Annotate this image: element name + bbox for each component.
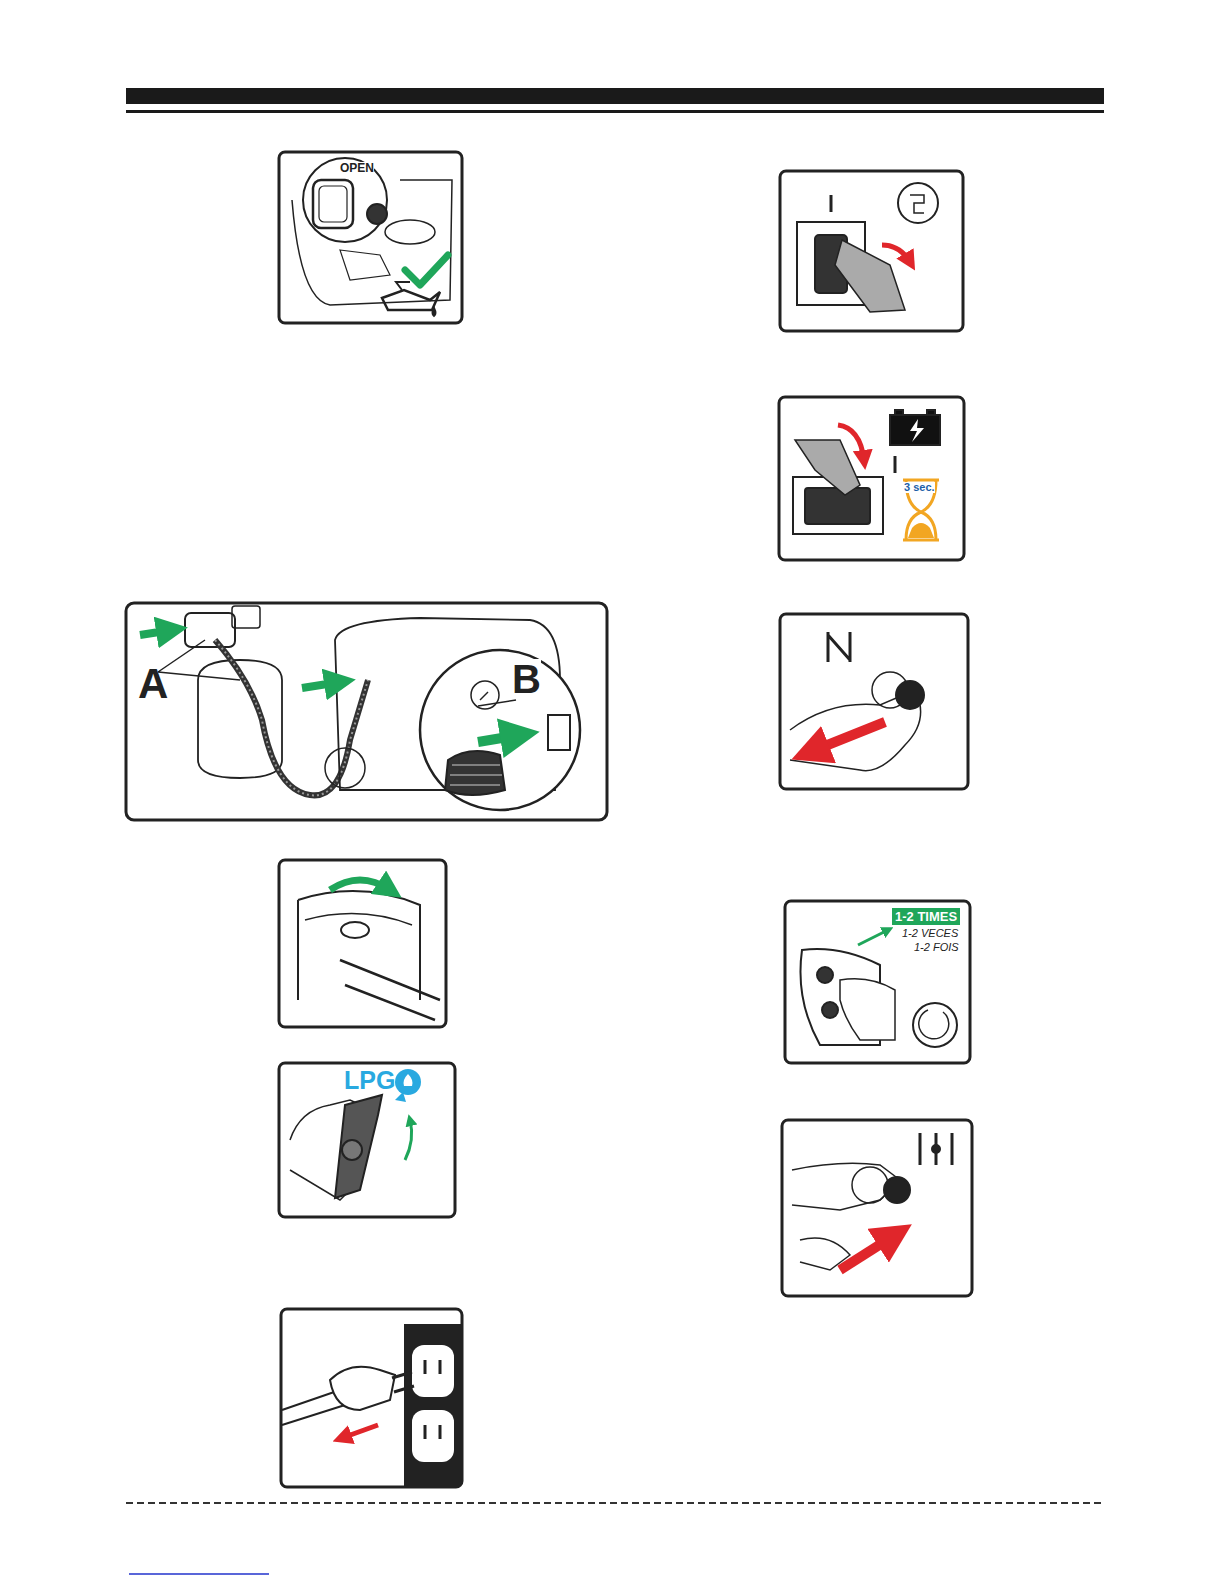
primer-panel	[785, 901, 970, 1063]
fuel-selector-panel	[279, 1063, 455, 1217]
switch-on-panel	[780, 171, 963, 331]
label-text: A	[138, 663, 168, 705]
choke-out-panel	[780, 614, 968, 789]
label-text: 3 sec.	[904, 482, 935, 493]
label-text: LPG	[344, 1068, 395, 1093]
choke-in-panel	[782, 1120, 972, 1296]
label-text: OPEN	[340, 162, 374, 174]
label-text: 1-2 VECES	[902, 928, 958, 939]
label-text: 1-2 FOIS	[914, 942, 959, 953]
lpg-hose-panel	[126, 603, 607, 820]
unplug-panel	[281, 1309, 462, 1487]
label-text: B	[512, 659, 541, 699]
label-text: 1-2 TIMES	[892, 908, 960, 925]
tank-valve-panel	[279, 860, 446, 1027]
oil-check-panel	[279, 152, 462, 323]
battery-start-panel	[779, 397, 964, 560]
